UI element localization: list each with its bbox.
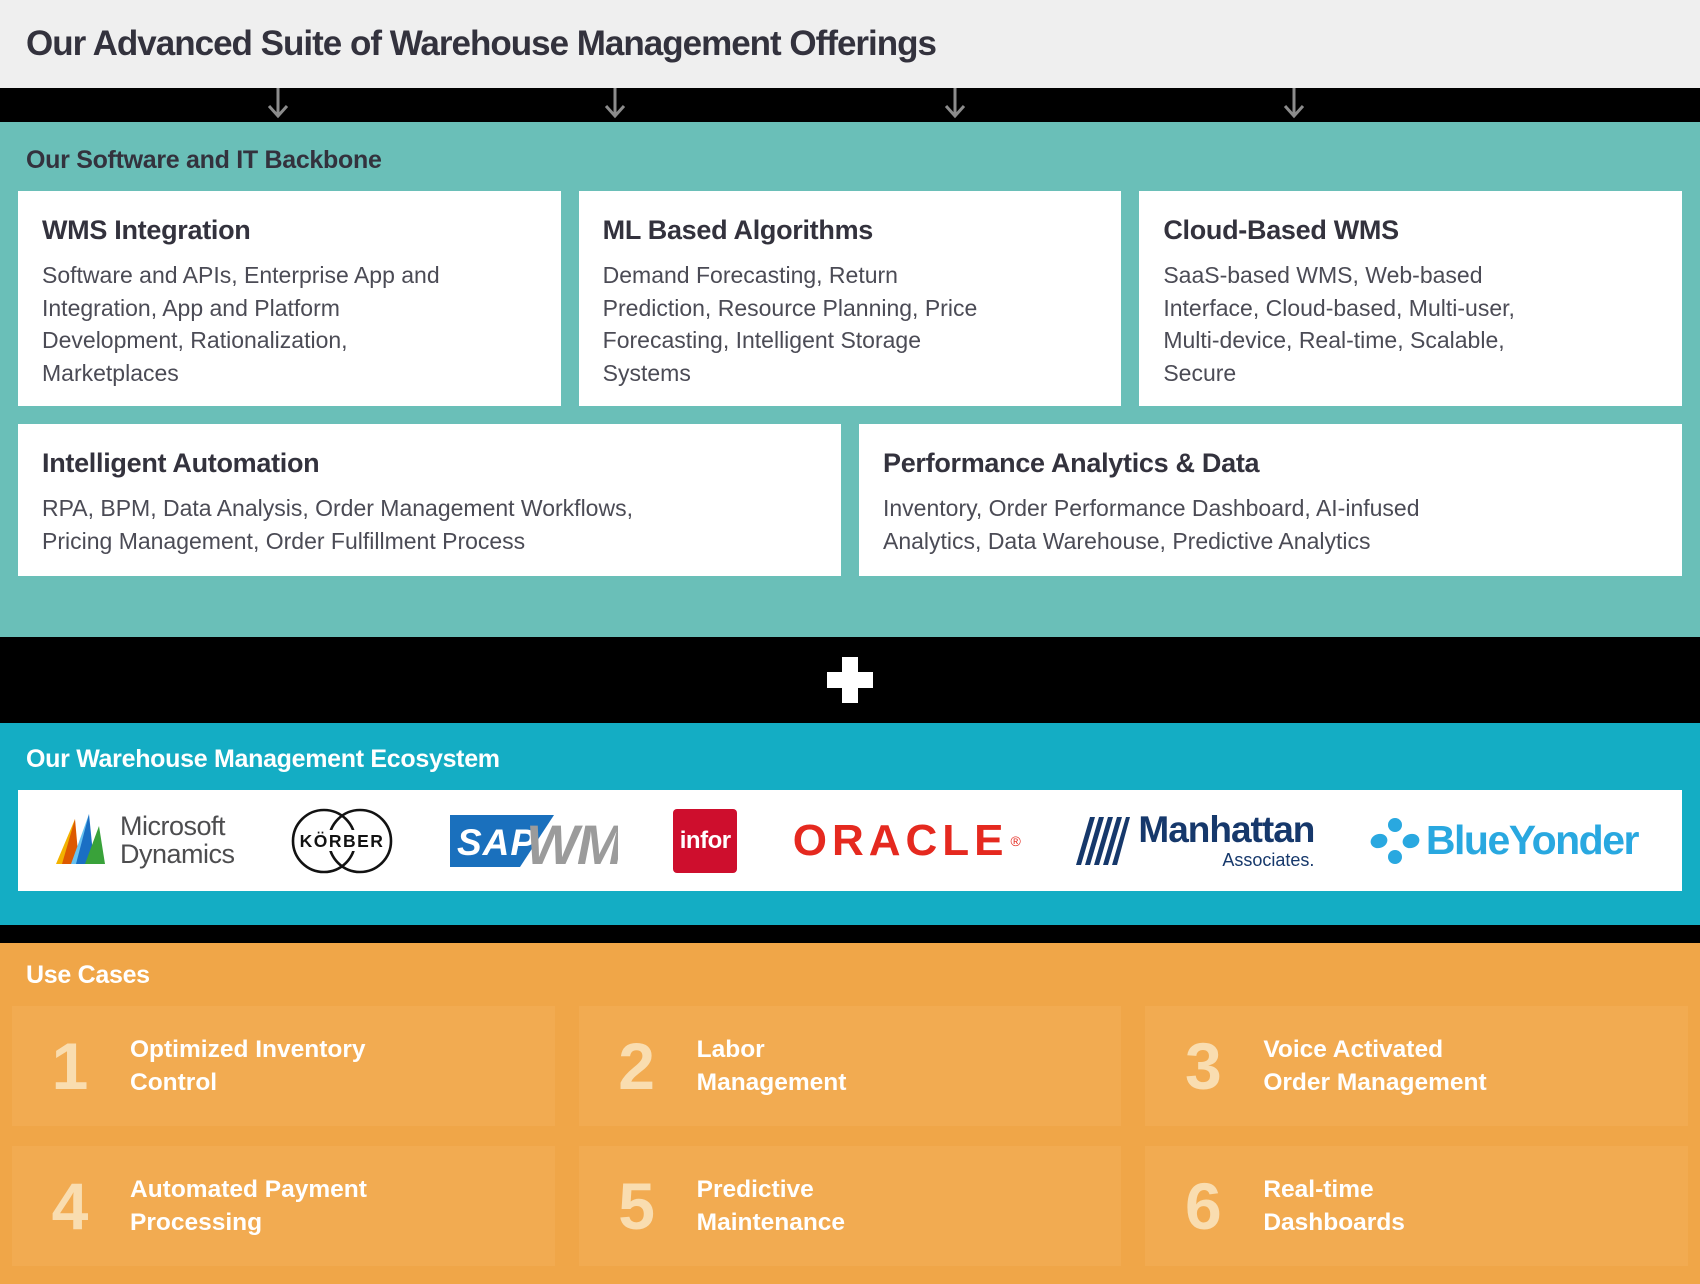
use-case-item-5: 5 Predictive Maintenance bbox=[578, 1146, 1122, 1266]
logo-sap-wm: SAP WM bbox=[449, 812, 618, 870]
microsoft-dynamics-icon bbox=[56, 813, 105, 864]
down-arrow-icon bbox=[1280, 88, 1308, 122]
use-case-number: 2 bbox=[618, 1029, 656, 1103]
use-case-number: 1 bbox=[51, 1029, 89, 1103]
logo-infor: infor bbox=[673, 808, 738, 873]
card-cloud-based-wms: Cloud-Based WMS SaaS-based WMS, Web-base… bbox=[1139, 191, 1682, 406]
ecosystem-section-title: Our Warehouse Management Ecosystem bbox=[26, 745, 500, 773]
use-case-number: 4 bbox=[51, 1169, 89, 1243]
manhattan-icon bbox=[1076, 816, 1131, 865]
use-case-number: 3 bbox=[1184, 1029, 1222, 1103]
use-cases-title: Use Cases bbox=[26, 961, 150, 989]
backbone-section: Our Software and IT Backbone WMS Integra… bbox=[0, 122, 1700, 637]
backbone-section-title: Our Software and IT Backbone bbox=[26, 146, 382, 174]
divider-strip bbox=[0, 925, 1700, 943]
backbone-cards-row-1: WMS Integration Software and APIs, Enter… bbox=[18, 191, 1682, 406]
header: Our Advanced Suite of Warehouse Manageme… bbox=[0, 0, 1700, 88]
card-wms-integration: WMS Integration Software and APIs, Enter… bbox=[18, 191, 561, 406]
down-arrow-icon bbox=[601, 88, 629, 122]
arrow-band bbox=[0, 88, 1700, 122]
down-arrow-icon bbox=[264, 88, 292, 122]
infor-wordmark: infor bbox=[679, 826, 731, 854]
use-case-item-3: 3 Voice Activated Order Management bbox=[1145, 1006, 1688, 1126]
ecosystem-section: Our Warehouse Management Ecosystem Micro… bbox=[0, 723, 1700, 925]
logo-manhattan-associates: Manhattan Associates. bbox=[1076, 808, 1315, 871]
card-body: RPA, BPM, Data Analysis, Order Managemen… bbox=[42, 495, 633, 554]
partner-logo-strip: Microsoft Dynamics KÖRBER SAP WM bbox=[18, 790, 1682, 891]
plus-divider bbox=[0, 637, 1700, 723]
card-title: Intelligent Automation bbox=[42, 448, 320, 478]
page-title: Our Advanced Suite of Warehouse Manageme… bbox=[26, 24, 937, 63]
oracle-wordmark: ORACLE bbox=[792, 815, 1009, 865]
card-body: Inventory, Order Performance Dashboard, … bbox=[883, 495, 1420, 554]
card-body: SaaS-based WMS, Web-based Interface, Clo… bbox=[1163, 262, 1515, 386]
down-arrow-icon bbox=[941, 88, 969, 122]
use-case-label: Automated Payment Processing bbox=[130, 1175, 367, 1236]
blue-yonder-icon bbox=[1370, 817, 1420, 864]
card-title: ML Based Algorithms bbox=[602, 215, 874, 245]
use-case-item-4: 4 Automated Payment Processing bbox=[12, 1146, 555, 1266]
wm-wordmark: WM bbox=[526, 813, 618, 870]
use-case-label: Predictive Maintenance bbox=[696, 1175, 846, 1236]
korber-icon: KÖRBER bbox=[291, 808, 393, 873]
backbone-cards-row-2: Intelligent Automation RPA, BPM, Data An… bbox=[18, 424, 1682, 576]
card-title: Cloud-Based WMS bbox=[1163, 215, 1399, 245]
use-case-item-1: 1 Optimized Inventory Control bbox=[12, 1006, 555, 1126]
blue-yonder-wordmark: BlueYonder bbox=[1425, 817, 1640, 863]
korber-wordmark: KÖRBER bbox=[300, 831, 385, 851]
manhattan-wordmark: Manhattan Associates. bbox=[1138, 808, 1315, 870]
use-case-label: Optimized Inventory Control bbox=[130, 1035, 366, 1096]
card-intelligent-automation: Intelligent Automation RPA, BPM, Data An… bbox=[18, 424, 841, 576]
card-body: Software and APIs, Enterprise App and In… bbox=[42, 262, 440, 386]
microsoft-dynamics-wordmark: Microsoft Dynamics bbox=[120, 810, 235, 869]
card-title: WMS Integration bbox=[42, 215, 251, 245]
infor-icon: infor bbox=[673, 808, 738, 873]
plus-icon bbox=[827, 657, 873, 703]
use-case-number: 6 bbox=[1184, 1169, 1222, 1243]
use-cases-grid: 1 Optimized Inventory Control 2 Labor Ma… bbox=[12, 1006, 1688, 1266]
card-title: Performance Analytics & Data bbox=[883, 448, 1260, 478]
logo-microsoft-dynamics: Microsoft Dynamics bbox=[54, 812, 235, 870]
use-case-number: 5 bbox=[618, 1169, 656, 1243]
card-body: Demand Forecasting, Return Prediction, R… bbox=[602, 262, 978, 386]
logo-korber: KÖRBER bbox=[290, 803, 394, 879]
sap-wordmark: SAP bbox=[457, 822, 536, 863]
card-performance-analytics: Performance Analytics & Data Inventory, … bbox=[859, 424, 1682, 576]
logo-oracle: ORACLE ® bbox=[793, 816, 1021, 866]
use-case-item-6: 6 Real-time Dashboards bbox=[1145, 1146, 1688, 1266]
use-case-label: Real-time Dashboards bbox=[1263, 1175, 1405, 1236]
use-case-label: Voice Activated Order Management bbox=[1263, 1035, 1487, 1096]
oracle-registered-mark: ® bbox=[1010, 832, 1021, 849]
card-ml-based-algorithms: ML Based Algorithms Demand Forecasting, … bbox=[578, 191, 1122, 406]
use-case-item-2: 2 Labor Management bbox=[578, 1006, 1122, 1126]
use-cases-section: Use Cases 1 Optimized Inventory Control … bbox=[0, 943, 1700, 1284]
use-case-label: Labor Management bbox=[696, 1035, 847, 1096]
sap-wm-icon: SAP WM bbox=[449, 813, 618, 870]
logo-blue-yonder: BlueYonder bbox=[1370, 816, 1640, 866]
